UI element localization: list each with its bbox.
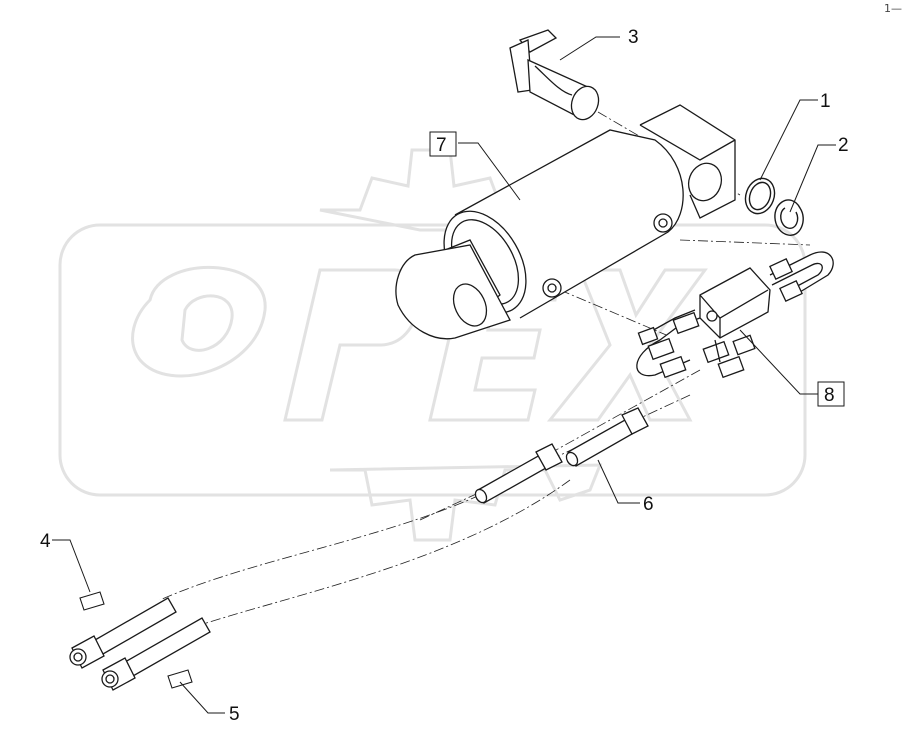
watermark-gear-bottom bbox=[329, 463, 603, 542]
valve-block bbox=[636, 251, 834, 379]
circlip bbox=[774, 199, 804, 236]
corner-mark: 1— bbox=[884, 2, 902, 15]
callout-7-box bbox=[429, 131, 457, 157]
callout-5: 5 bbox=[229, 704, 240, 725]
callout-8-box bbox=[817, 381, 845, 407]
callout-4: 4 bbox=[40, 531, 51, 552]
callout-6: 6 bbox=[643, 494, 654, 515]
callout-2: 2 bbox=[838, 135, 849, 156]
watermark-plate bbox=[58, 223, 807, 497]
callout-8: 8 bbox=[824, 385, 835, 406]
ring bbox=[744, 177, 776, 215]
hose-tags bbox=[79, 591, 193, 689]
callout-3: 3 bbox=[628, 27, 639, 48]
long-hoses bbox=[69, 597, 211, 691]
short-hoses bbox=[474, 407, 649, 504]
callout-1: 1 bbox=[820, 91, 831, 112]
clevis-pin bbox=[509, 29, 600, 121]
callout-7: 7 bbox=[436, 135, 447, 156]
watermark-letter-o-inner bbox=[180, 294, 234, 352]
leader-lines bbox=[52, 36, 836, 714]
watermark-letter-o bbox=[131, 265, 267, 378]
hydraulic-cylinder bbox=[395, 104, 736, 340]
